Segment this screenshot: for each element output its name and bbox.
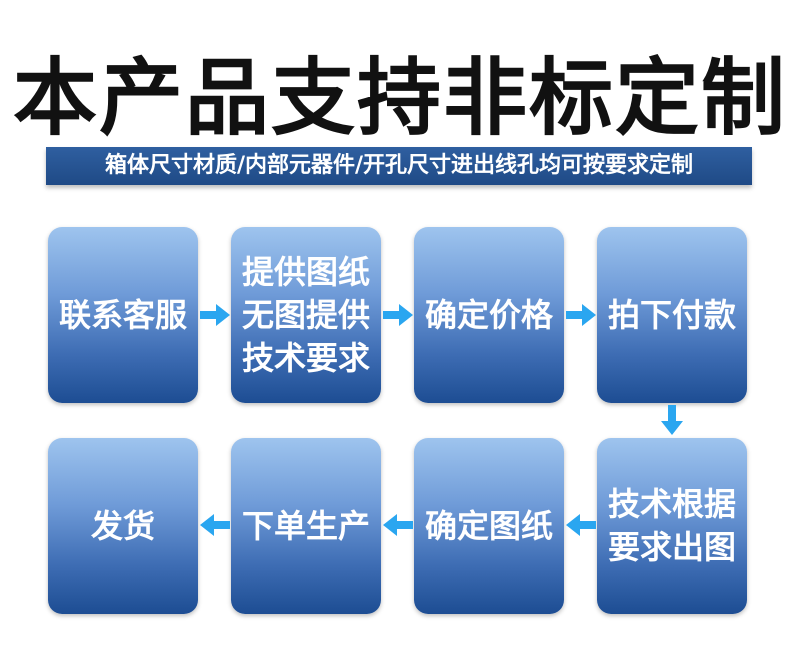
step-label-line: 下单生产: [241, 506, 370, 545]
step-confirm-price: 确定价格: [414, 227, 564, 403]
arrow-right-icon: [383, 304, 413, 326]
step-label-line: 要求出图: [607, 528, 736, 566]
step-confirm-drawings: 确定图纸: [414, 438, 564, 614]
arrow-left-icon: [383, 514, 413, 536]
step-label-line: 确定价格: [424, 295, 553, 334]
step-label-line: 拍下付款: [607, 295, 736, 334]
arrow-left-icon: [200, 514, 230, 536]
step-label-line: 发货: [90, 506, 155, 545]
step-label-line: 技术根据: [607, 485, 736, 523]
page-title: 本产品支持非标定制: [12, 49, 787, 147]
arrow-down-icon: [661, 405, 683, 435]
step-technical-drawing: 技术根据 要求出图: [597, 438, 747, 614]
step-label-line: 联系客服: [58, 295, 187, 334]
arrow-right-icon: [200, 304, 230, 326]
step-place-order-pay: 拍下付款: [597, 227, 747, 403]
step-ship: 发货: [48, 438, 198, 614]
step-label-line: 无图提供: [241, 295, 370, 334]
step-production: 下单生产: [231, 438, 381, 614]
step-contact-service: 联系客服: [48, 227, 198, 403]
subtitle-banner: 箱体尺寸材质/内部元器件/开孔尺寸进出线孔均可按要求定制: [46, 147, 752, 185]
arrow-left-icon: [566, 514, 596, 536]
step-label-line: 提供图纸: [241, 252, 370, 291]
step-label-line: 确定图纸: [424, 506, 553, 545]
step-label-line: 技术要求: [241, 338, 370, 377]
arrow-right-icon: [566, 304, 596, 326]
step-provide-drawings: 提供图纸 无图提供 技术要求: [231, 227, 381, 403]
